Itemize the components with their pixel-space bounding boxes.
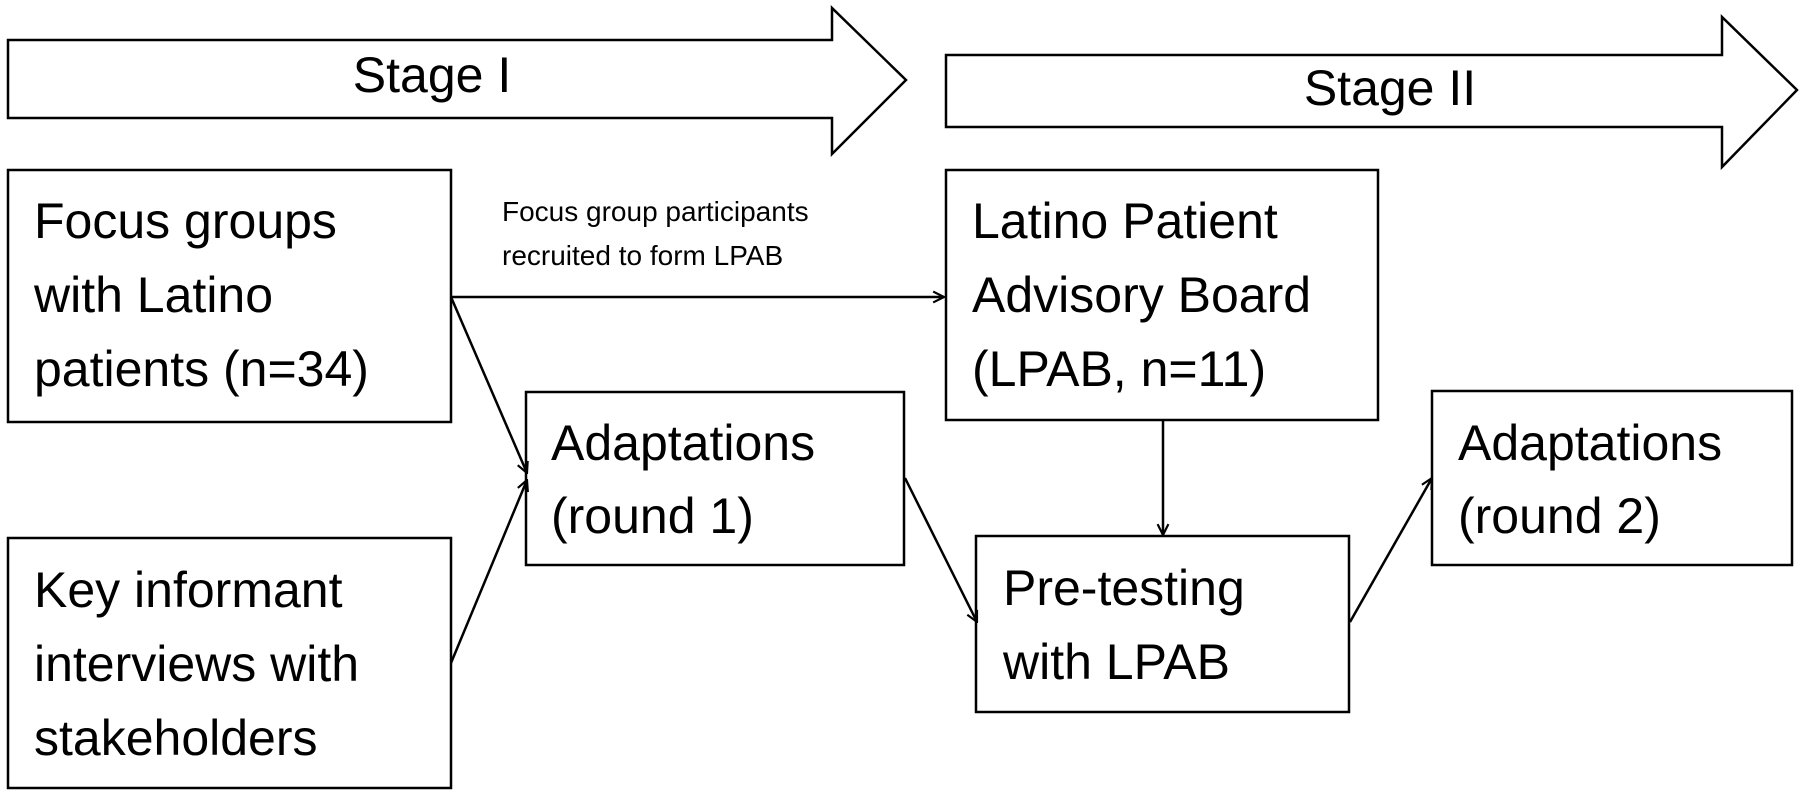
arrow-adaptations-1-to-pretesting bbox=[903, 477, 979, 622]
pretesting-line-1: Pre-testing bbox=[1003, 560, 1245, 616]
focus-groups-line-3: patients (n=34) bbox=[34, 341, 369, 397]
stage-1-arrow: Stage I bbox=[6, 5, 908, 158]
lpab-line-3: (LPAB, n=11) bbox=[972, 341, 1266, 397]
key-informant-line-2: interviews with bbox=[34, 636, 359, 692]
stage-2-label: Stage II bbox=[1304, 60, 1476, 116]
adaptations-round-2-box: Adaptations (round 2) bbox=[1430, 389, 1794, 567]
lpab-box: Latino Patient Advisory Board (LPAB, n=1… bbox=[944, 168, 1380, 422]
focus-groups-line-1: Focus groups bbox=[34, 193, 337, 249]
key-informant-box: Key informant interviews with stakeholde… bbox=[6, 536, 453, 790]
focus-groups-line-2: with Latino bbox=[33, 267, 273, 323]
key-informant-line-3: stakeholders bbox=[34, 710, 318, 766]
pretesting-line-2: with LPAB bbox=[1002, 634, 1230, 690]
adaptations-2-line-2: (round 2) bbox=[1458, 488, 1661, 544]
adaptations-round-1-box: Adaptations (round 1) bbox=[524, 390, 906, 567]
key-informant-line-1: Key informant bbox=[34, 562, 343, 618]
edge-label-line-1: Focus group participants bbox=[502, 196, 809, 227]
focus-groups-box: Focus groups with Latino patients (n=34) bbox=[6, 168, 453, 424]
stage-2-arrow: Stage II bbox=[944, 14, 1799, 171]
lpab-line-2: Advisory Board bbox=[972, 267, 1311, 323]
adaptations-1-line-1: Adaptations bbox=[551, 415, 815, 471]
arrow-pretesting-to-adaptations-2 bbox=[1348, 478, 1432, 623]
pretesting-box: Pre-testing with LPAB bbox=[974, 534, 1351, 714]
adaptations-2-line-1: Adaptations bbox=[1458, 415, 1722, 471]
adaptations-1-line-2: (round 1) bbox=[551, 488, 754, 544]
arrow-informant-to-adaptations-1 bbox=[449, 480, 527, 664]
edge-label-line-2: recruited to form LPAB bbox=[502, 240, 783, 271]
lpab-line-1: Latino Patient bbox=[972, 193, 1278, 249]
arrow-focus-to-adaptations-1 bbox=[449, 296, 527, 473]
stage-1-label: Stage I bbox=[353, 47, 511, 103]
